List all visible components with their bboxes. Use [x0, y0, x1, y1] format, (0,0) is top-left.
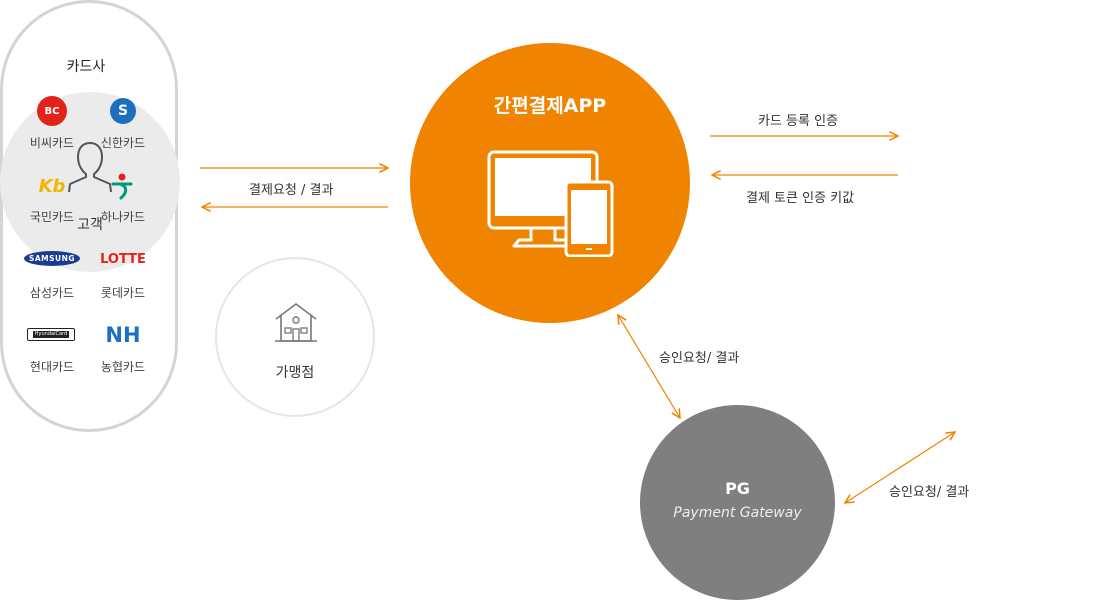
card-name-samsung: 삼성카드 — [29, 286, 75, 300]
bc-logo-icon: BC — [37, 96, 67, 126]
lotte-logo-icon: LOTTE — [100, 251, 146, 267]
card-company-title: 카드사 — [66, 59, 106, 75]
card-name-lotte: 롯데카드 — [100, 286, 146, 300]
devices-icon — [487, 150, 614, 257]
card-name-kb: 국민카드 — [29, 210, 75, 224]
card-name-hana: 하나카드 — [100, 210, 146, 224]
arrow-app-pg — [618, 315, 680, 418]
store-icon — [275, 303, 317, 342]
flow-label-pg-card: 승인요청/ 결과 — [889, 485, 970, 500]
flow-label-app-pg: 승인요청/ 결과 — [659, 351, 740, 366]
app-title: 간편결제APP — [493, 95, 607, 117]
card-name-hyundai: 현대카드 — [29, 360, 75, 374]
card-company-panel: 카드사 BC 비씨카드 S 신한카드 Kb 국민카드 하나카드 SAMSUNG … — [0, 0, 178, 432]
customer-node: 고객 — [0, 92, 180, 272]
flow-label-card-to-app: 결제 토큰 인증 키값 — [746, 191, 855, 206]
nh-logo-icon: NH — [105, 323, 141, 347]
card-name-bc: 비씨카드 — [29, 136, 75, 150]
samsung-logo-icon: SAMSUNG — [24, 251, 80, 266]
hyundai-logo-icon: HyundaiCard — [27, 328, 75, 341]
merchant-label: 가맹점 — [275, 365, 315, 381]
pg-title: PG — [725, 479, 750, 498]
pg-subtitle: Payment Gateway — [673, 505, 802, 521]
hana-logo-icon — [111, 173, 133, 200]
kb-logo-icon: Kb — [38, 175, 66, 197]
card-name-shinhan: 신한카드 — [100, 136, 146, 150]
merchant-node: 가맹점 — [215, 257, 375, 417]
card-name-nh: 농협카드 — [100, 360, 146, 374]
flow-label-app-to-card: 카드 등록 인증 — [758, 114, 839, 129]
user-icon — [68, 142, 112, 193]
flow-label-customer-app: 결제요청 / 결과 — [249, 183, 334, 198]
shinhan-logo-icon: S — [110, 98, 136, 124]
pg-node: PG Payment Gateway — [640, 405, 835, 600]
app-node: 간편결제APP — [410, 43, 690, 323]
customer-label: 고객 — [77, 217, 103, 233]
